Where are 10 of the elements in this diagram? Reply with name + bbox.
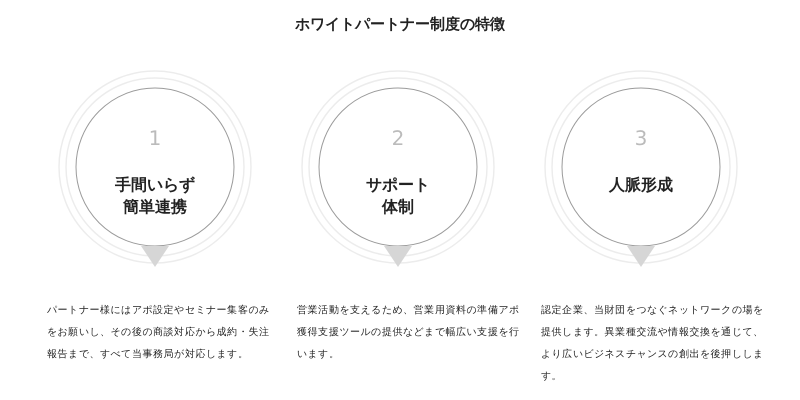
step-number: 3: [634, 126, 648, 150]
feature-heading: 手間いらず簡単連携: [114, 174, 196, 218]
step-number: 2: [392, 126, 404, 150]
description-text: 営業活動を支えるため、営業用資料の準備アポ獲得支援ツールの提供などまで幅広い支援を行います。: [297, 304, 521, 362]
step-number: 1: [148, 126, 162, 150]
description-text: 認定企業、当財団をつなぐネットワークの場を提供します。異業種交流や情報交換を通じて、より広いビジネスチャンスの創出を後押しします。: [541, 304, 765, 384]
feature-heading: サポート体制: [365, 174, 431, 218]
feature-heading: 人脈形成: [608, 174, 674, 196]
description-text: パートナー様にはアポ設定やセミナー集客のみをお願いし、その後の商談対応から成約・失注報告まで、すべて当事務局が対応します。: [47, 304, 271, 362]
title: ホワイトパートナー制度の特徴: [295, 15, 505, 33]
